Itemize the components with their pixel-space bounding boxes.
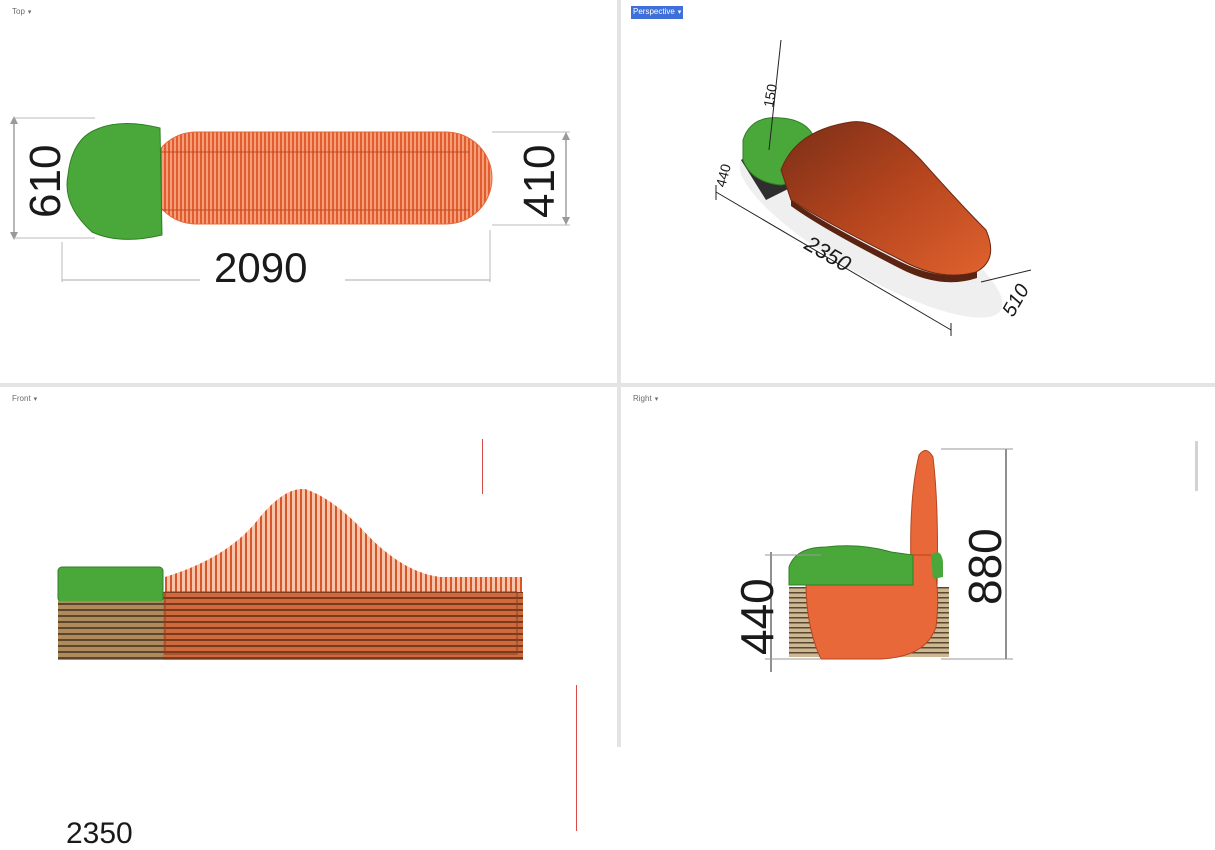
viewport-right-label[interactable]: Right▾ [631, 393, 660, 406]
viewport-top-label[interactable]: Top▾ [10, 6, 33, 19]
planter-top [66, 122, 163, 240]
dim-410: 410 [515, 145, 564, 218]
viewport-top[interactable]: Top▾ 610 410 2090 [0, 0, 617, 383]
viewport-front-title: Front [12, 394, 31, 403]
dim-2350-cut: 2350 [66, 817, 133, 850]
red-mark-2 [576, 685, 577, 831]
bench-perspective [780, 121, 992, 276]
dim-440-right: 440 [731, 578, 783, 655]
scroll-indicator[interactable] [1195, 441, 1198, 491]
viewport-right-title: Right [633, 394, 652, 403]
bench-right-backrest [910, 450, 938, 588]
vertical-divider-top[interactable] [617, 0, 621, 383]
front-view-drawing [57, 488, 523, 660]
horizontal-divider[interactable] [0, 383, 1215, 387]
red-mark-1 [482, 439, 483, 494]
vertical-divider-bottom[interactable] [617, 387, 621, 747]
dim-2090: 2090 [214, 244, 307, 291]
dim-880: 880 [959, 528, 1011, 605]
dim-440: 440 [712, 162, 734, 189]
chevron-down-icon: ▾ [654, 396, 659, 403]
chevron-down-icon: ▾ [33, 396, 38, 403]
planter-right [788, 545, 914, 586]
dim-150: 150 [760, 83, 780, 109]
chevron-down-icon: ▾ [27, 9, 32, 16]
perspective-drawing: 2350 510 150 440 [712, 39, 1034, 336]
right-view-drawing: 440 880 [731, 448, 1013, 672]
viewport-perspective-title: Perspective [633, 7, 675, 16]
viewport-front[interactable]: Front▾ 2350 [0, 387, 617, 849]
chevron-down-icon: ▾ [677, 9, 682, 16]
dim-510: 510 [998, 281, 1034, 321]
bench-front-seat [163, 592, 523, 660]
bench-front-backrest [165, 488, 522, 595]
viewport-right[interactable]: Right▾ 440 880 [621, 387, 1215, 831]
viewport-perspective-label[interactable]: Perspective▾ [631, 6, 684, 19]
viewport-front-label[interactable]: Front▾ [10, 393, 39, 406]
dim-610: 610 [21, 145, 70, 218]
planter-front [57, 566, 164, 603]
top-view-drawing: 610 410 2090 [10, 116, 570, 291]
viewport-top-title: Top [12, 7, 25, 16]
viewport-perspective[interactable]: Perspective▾ 2350 510 150 440 [621, 0, 1215, 383]
